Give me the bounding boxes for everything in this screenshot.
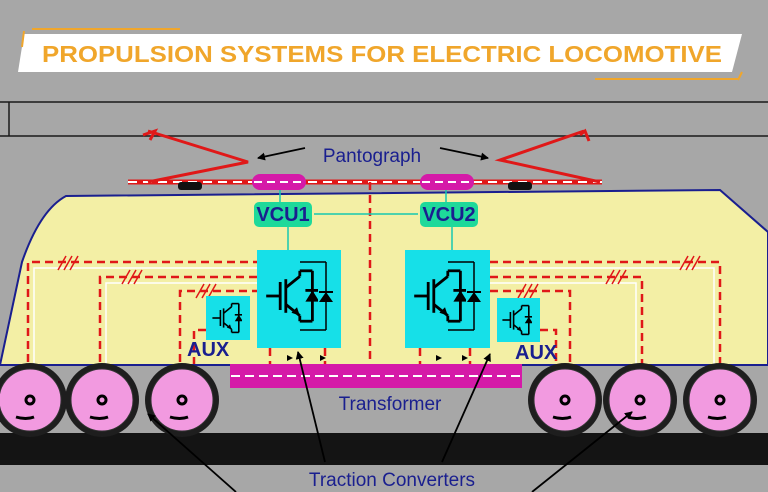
phase-marks bbox=[57, 255, 701, 299]
vcu2: VCU2 bbox=[420, 202, 478, 227]
wheel-6 bbox=[683, 363, 757, 437]
traction-converter-left bbox=[257, 250, 341, 348]
aux-converter-right bbox=[497, 298, 540, 342]
aux-right-label: AUX bbox=[515, 342, 558, 364]
wheel-2 bbox=[65, 363, 139, 437]
vcu1-label: VCU1 bbox=[256, 204, 309, 226]
aux-left-label: AUX bbox=[187, 339, 230, 361]
left-motor-circuits bbox=[26, 260, 327, 375]
background-lines bbox=[0, 101, 768, 137]
wheel-3 bbox=[145, 363, 219, 437]
traction-converter-right bbox=[405, 250, 490, 348]
pointer-arrows bbox=[147, 147, 633, 492]
track bbox=[0, 433, 768, 492]
roof-insulator-right bbox=[420, 174, 474, 190]
converter-arrows bbox=[287, 355, 468, 361]
transformer-label: Transformer bbox=[339, 394, 442, 415]
roof-line bbox=[128, 174, 602, 190]
right-motor-circuits bbox=[418, 260, 722, 375]
title-banner: PROPULSION SYSTEMS FOR ELECTRIC LOCOMOTI… bbox=[18, 28, 743, 81]
left-motor-circuits-white bbox=[33, 267, 257, 375]
diagram-title: PROPULSION SYSTEMS FOR ELECTRIC LOCOMOTI… bbox=[42, 41, 722, 67]
traction-converters-label: Traction Converters bbox=[309, 470, 475, 491]
vcu-links bbox=[279, 190, 453, 250]
vcu2-label: VCU2 bbox=[422, 204, 475, 226]
pantograph-left bbox=[142, 128, 249, 184]
pantograph-right bbox=[494, 128, 601, 184]
wheel-1 bbox=[0, 363, 67, 437]
vcu1: VCU1 bbox=[254, 202, 312, 227]
roof-insulator-left bbox=[252, 174, 306, 190]
aux-converter-left bbox=[206, 296, 250, 340]
wheel-4 bbox=[528, 363, 602, 437]
pantograph-label: Pantograph bbox=[323, 146, 421, 167]
right-motor-circuits-white bbox=[490, 267, 715, 375]
locomotive-body bbox=[0, 188, 768, 366]
